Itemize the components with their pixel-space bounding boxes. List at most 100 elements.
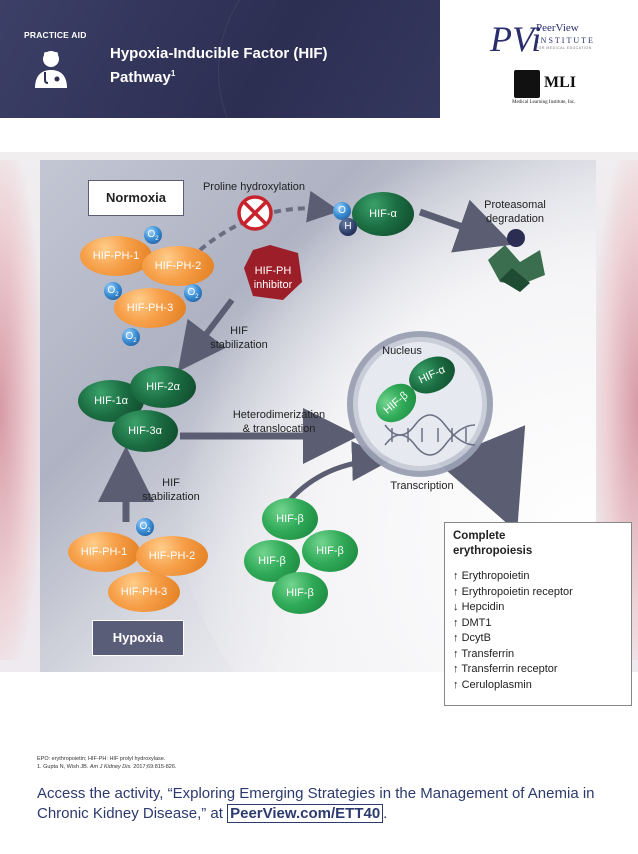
proteasomal-degradation-text: Proteasomal degradation bbox=[460, 198, 570, 226]
transcription-text: Transcription bbox=[390, 480, 454, 492]
o2-molecule: O2 bbox=[122, 328, 140, 346]
up-arrow-icon: ↑ bbox=[453, 663, 459, 675]
heterodimerization-line-1: Heterodimerization bbox=[232, 409, 326, 421]
stabilization-top-line-2: stabilization bbox=[210, 339, 268, 351]
normoxia-label: Normoxia bbox=[88, 180, 184, 216]
o2-subscript: 2 bbox=[155, 236, 159, 242]
list-item: ↑ DcytB bbox=[453, 631, 631, 647]
inhibitor-line-1: HIF-PH bbox=[254, 265, 292, 277]
hif-alpha-degradation: HIF-α bbox=[352, 192, 414, 236]
item-label: Transferrin receptor bbox=[461, 663, 558, 675]
page-title: Hypoxia-Inducible Factor (HIF) Pathway1 bbox=[110, 44, 410, 88]
item-label: DMT1 bbox=[461, 616, 492, 629]
item-label: Ceruloplasmin bbox=[461, 678, 532, 691]
list-item: ↑ Ceruloplasmin bbox=[453, 678, 631, 694]
stabilization-bottom-line-1: HIF bbox=[162, 477, 180, 489]
kidney-decoration-left bbox=[0, 160, 40, 660]
nucleus-label: Nucleus bbox=[382, 345, 422, 357]
title-line-2-text: Pathway bbox=[110, 69, 171, 86]
peerview-institute: INSTITUTE bbox=[536, 36, 595, 45]
mli-subtitle: Medical Learning Institute, Inc. bbox=[512, 100, 576, 105]
list-item: ↓ Hepcidin bbox=[453, 600, 631, 616]
proteasomal-line-2: degradation bbox=[485, 213, 545, 225]
proline-hydroxylation-text: Proline hydroxylation bbox=[202, 181, 306, 193]
erythropoiesis-heading: Complete erythropoiesis bbox=[453, 529, 631, 559]
stabilization-bottom-line-2: stabilization bbox=[142, 491, 200, 503]
o2-symbol: O bbox=[107, 285, 116, 296]
o2-symbol: O bbox=[187, 287, 196, 298]
o2-symbol: O bbox=[147, 229, 156, 240]
item-label: DcytB bbox=[461, 632, 491, 644]
hypoxia-hif-ph-1: HIF-PH-1 bbox=[68, 532, 140, 572]
reference-note: 1. Gupta N, Wish JB. Am J Kidney Dis. 20… bbox=[37, 764, 176, 770]
normoxia-hif-ph-2: HIF-PH-2 bbox=[142, 246, 214, 286]
hypoxia-hif-ph-3: HIF-PH-3 bbox=[108, 572, 180, 612]
o2-molecule: O2 bbox=[144, 226, 162, 244]
hif-3-alpha: HIF-3α bbox=[112, 410, 178, 452]
hydroxyl-h: H bbox=[339, 218, 357, 236]
o2-symbol: O bbox=[125, 331, 134, 342]
title-line-1: Hypoxia-Inducible Factor (HIF) bbox=[110, 45, 328, 62]
reference-journal: Am J Kidney Dis. bbox=[89, 764, 132, 770]
hif-stabilization-top-text: HIF stabilization bbox=[196, 324, 282, 352]
o2-molecule: O2 bbox=[104, 282, 122, 300]
stabilization-arrow-top bbox=[177, 298, 235, 372]
mli-logo-icon bbox=[514, 70, 540, 98]
peerview-subtitle: FOR MEDICAL EDUCATION bbox=[536, 46, 592, 50]
hif-beta-4: HIF-β bbox=[272, 572, 328, 614]
heterodimerization-text: Heterodimerization & translocation bbox=[214, 408, 344, 436]
access-text: Access the activity, “Exploring Emerging… bbox=[37, 785, 595, 822]
mli-name: MLI bbox=[544, 74, 576, 91]
hypoxia-hif-ph-2: HIF-PH-2 bbox=[136, 536, 208, 576]
up-arrow-icon: ↑ bbox=[453, 632, 459, 644]
inhibitor-line-2: inhibitor bbox=[253, 279, 293, 291]
down-arrow-icon: ↓ bbox=[453, 601, 459, 613]
header-decoration bbox=[218, 0, 440, 118]
up-arrow-icon: ↑ bbox=[453, 616, 459, 629]
o2-subscript: 2 bbox=[147, 528, 151, 534]
hif-ph-inhibitor-shape bbox=[244, 245, 302, 300]
o2-subscript: 2 bbox=[133, 338, 137, 344]
o2-symbol: O bbox=[139, 521, 148, 532]
heading-line-2: erythropoiesis bbox=[453, 545, 533, 557]
up-arrow-icon: ↑ bbox=[453, 647, 459, 660]
item-label: Erythropoietin receptor bbox=[461, 585, 573, 598]
heading-line-1: Complete bbox=[453, 530, 506, 542]
list-item: ↑ DMT1 bbox=[453, 616, 631, 632]
item-label: Transferrin bbox=[461, 647, 515, 660]
proteasome-icon bbox=[488, 229, 545, 292]
access-link[interactable]: PeerView.com/ETT40 bbox=[227, 804, 384, 823]
list-item: ↑ Transferrin bbox=[453, 647, 631, 663]
abbreviations-note: EPO: erythropoietin; HIF-PH: HIF prolyl … bbox=[37, 756, 166, 762]
stabilization-top-line-1: HIF bbox=[230, 325, 248, 337]
hydroxyl-o: O bbox=[333, 202, 351, 220]
access-end: . bbox=[383, 805, 388, 822]
up-arrow-icon: ↑ bbox=[453, 678, 459, 691]
hif-beta-3: HIF-β bbox=[302, 530, 358, 572]
erythropoiesis-box: Complete erythropoiesis ↑ Erythropoietin… bbox=[444, 522, 632, 706]
practice-aid-label: PRACTICE AID bbox=[24, 30, 87, 40]
o2-molecule: O2 bbox=[184, 284, 202, 302]
reference-tail: 2017;69:815-826. bbox=[133, 764, 177, 770]
o2-molecule: O2 bbox=[136, 518, 154, 536]
beta-to-nucleus-arrow bbox=[288, 441, 392, 502]
up-arrow-icon: ↑ bbox=[453, 570, 459, 582]
normoxia-hif-ph-3: HIF-PH-3 bbox=[114, 288, 186, 328]
list-item: ↑ Erythropoietin bbox=[453, 569, 631, 585]
normoxia-hif-ph-1: HIF-PH-1 bbox=[80, 236, 152, 276]
hif-beta-1: HIF-β bbox=[262, 498, 318, 540]
hypoxia-label: Hypoxia bbox=[92, 620, 184, 656]
dna-icon bbox=[384, 414, 476, 456]
o2-subscript: 2 bbox=[195, 294, 199, 300]
list-item: ↑ Transferrin receptor bbox=[453, 662, 631, 678]
item-label: Hepcidin bbox=[461, 601, 505, 613]
hif-2-alpha: HIF-2α bbox=[130, 366, 196, 408]
heterodimerization-line-2: & translocation bbox=[242, 423, 316, 435]
list-item: ↑ Erythropoietin receptor bbox=[453, 585, 631, 601]
item-label: Erythropoietin bbox=[461, 570, 530, 582]
no-symbol-icon bbox=[237, 195, 273, 231]
hif-ph-inhibitor-text: HIF-PH inhibitor bbox=[243, 264, 303, 292]
up-arrow-icon: ↑ bbox=[453, 585, 459, 598]
o2-subscript: 2 bbox=[115, 292, 119, 298]
erythropoiesis-list: ↑ Erythropoietin ↑ Erythropoietin recept… bbox=[453, 569, 631, 693]
